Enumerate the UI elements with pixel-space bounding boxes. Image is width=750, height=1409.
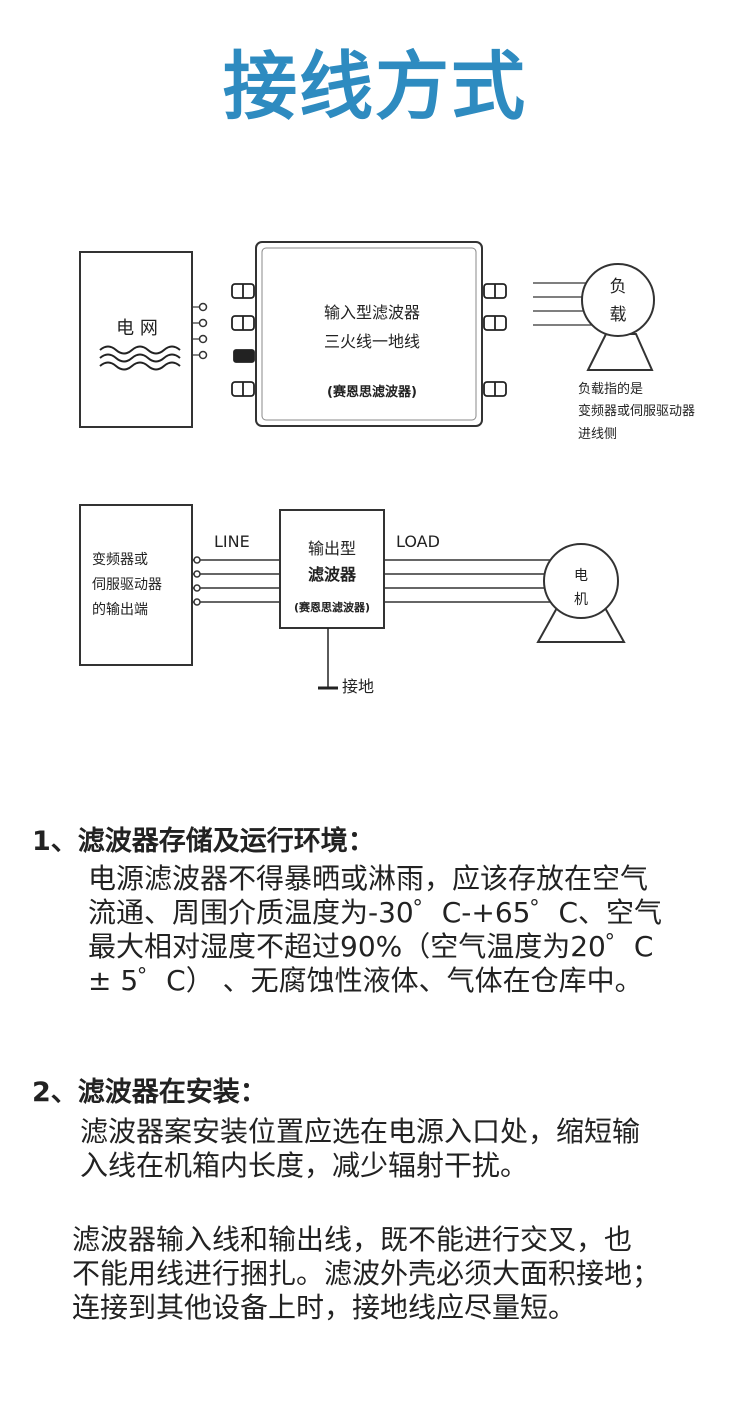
- section-2-line-2: 入线在机箱内长度，减少辐射干扰。: [80, 1149, 529, 1182]
- input-filter-right-terminals: [483, 283, 507, 397]
- grid-terminals: [198, 302, 208, 360]
- grid-wires: [192, 306, 200, 356]
- section-1-heading: 1、滤波器存储及运行环境：: [32, 826, 375, 857]
- section-2-p2-line-2: 不能用线进行捆扎。滤波外壳必须大面积接地；: [72, 1257, 661, 1290]
- drive-output-label-3: 的输出端: [92, 602, 148, 618]
- wiring-diagrams: 电 网 输入型滤波器 三火线一地线 (赛恩思滤波器): [79, 241, 695, 696]
- input-filter-box: [255, 241, 483, 427]
- grid-label: 电 网: [116, 318, 158, 339]
- section-2-p2-line-1: 滤波器输入线和输出线，既不能进行交叉，也: [72, 1223, 633, 1256]
- output-filter-box: [279, 509, 385, 629]
- section-2-paragraph-2: 滤波器输入线和输出线，既不能进行交叉，也 不能用线进行捆扎。滤波外壳必须大面积接…: [72, 1223, 660, 1325]
- section-1-line-4: ± 5゜C） 、无腐蚀性液体、气体在仓库中。: [88, 964, 643, 997]
- load-note-1: 负载指的是: [578, 381, 643, 397]
- load-note-2: 变频器或伺服驱动器: [578, 403, 695, 419]
- page-title: 接线方式: [223, 44, 527, 130]
- load-note-3: 进线侧: [578, 427, 617, 442]
- input-filter-spec: 三火线一地线: [324, 332, 420, 351]
- motor-wires: [384, 559, 556, 603]
- output-filter-brand: (赛恩思滤波器): [294, 600, 370, 614]
- load-label: LOAD: [396, 532, 440, 551]
- input-filter-diagram: 电 网 输入型滤波器 三火线一地线 (赛恩思滤波器): [79, 241, 695, 442]
- drive-output-terminals: [193, 556, 201, 606]
- motor-symbol: 电 机: [536, 543, 626, 643]
- line-label: LINE: [214, 532, 250, 551]
- motor-char-1: 电: [574, 568, 588, 584]
- drive-output-box: [79, 504, 193, 666]
- section-1-body: 电源滤波器不得暴晒或淋雨，应该存放在空气 流通、周围介质温度为-30゜C-+65…: [88, 862, 662, 998]
- load-char-1: 负: [610, 277, 627, 297]
- section-2-heading: 2、滤波器在安装：: [32, 1077, 267, 1108]
- load-symbol: 负 载: [581, 263, 655, 371]
- section-2-body: 滤波器案安装位置应选在电源入口处，缩短输 入线在机箱内长度，减少辐射干扰。: [80, 1115, 640, 1183]
- ground-symbol: [318, 628, 338, 690]
- output-filter-diagram: 变频器或 伺服驱动器 的输出端 LINE 输出型 滤波器 (赛恩思滤波器): [79, 504, 626, 696]
- input-filter-brand: (赛恩思滤波器): [327, 384, 417, 400]
- section-1-line-2: 流通、周围介质温度为-30゜C-+65゜C、空气: [88, 896, 663, 929]
- drive-output-label-2: 伺服驱动器: [92, 577, 162, 593]
- load-char-2: 载: [610, 305, 627, 325]
- input-filter-left-terminals: [231, 283, 255, 397]
- section-1-line-1: 电源滤波器不得暴晒或淋雨，应该存放在空气: [88, 862, 649, 895]
- output-filter-label-2: 滤波器: [308, 565, 357, 584]
- motor-char-2: 机: [574, 592, 588, 608]
- wave-icon: [99, 345, 181, 371]
- output-filter-label-1: 输出型: [308, 539, 356, 558]
- ground-label: 接地: [342, 677, 374, 696]
- grid-box: [79, 251, 193, 428]
- section-2-line-1: 滤波器案安装位置应选在电源入口处，缩短输: [80, 1115, 641, 1148]
- line-wires: [192, 559, 280, 603]
- input-filter-label: 输入型滤波器: [324, 303, 420, 322]
- section-2-p2-line-3: 连接到其他设备上时，接地线应尽量短。: [72, 1291, 577, 1324]
- section-1-line-3: 最大相对湿度不超过90%（空气温度为20゜C: [88, 930, 654, 963]
- drive-output-label-1: 变频器或: [92, 552, 148, 568]
